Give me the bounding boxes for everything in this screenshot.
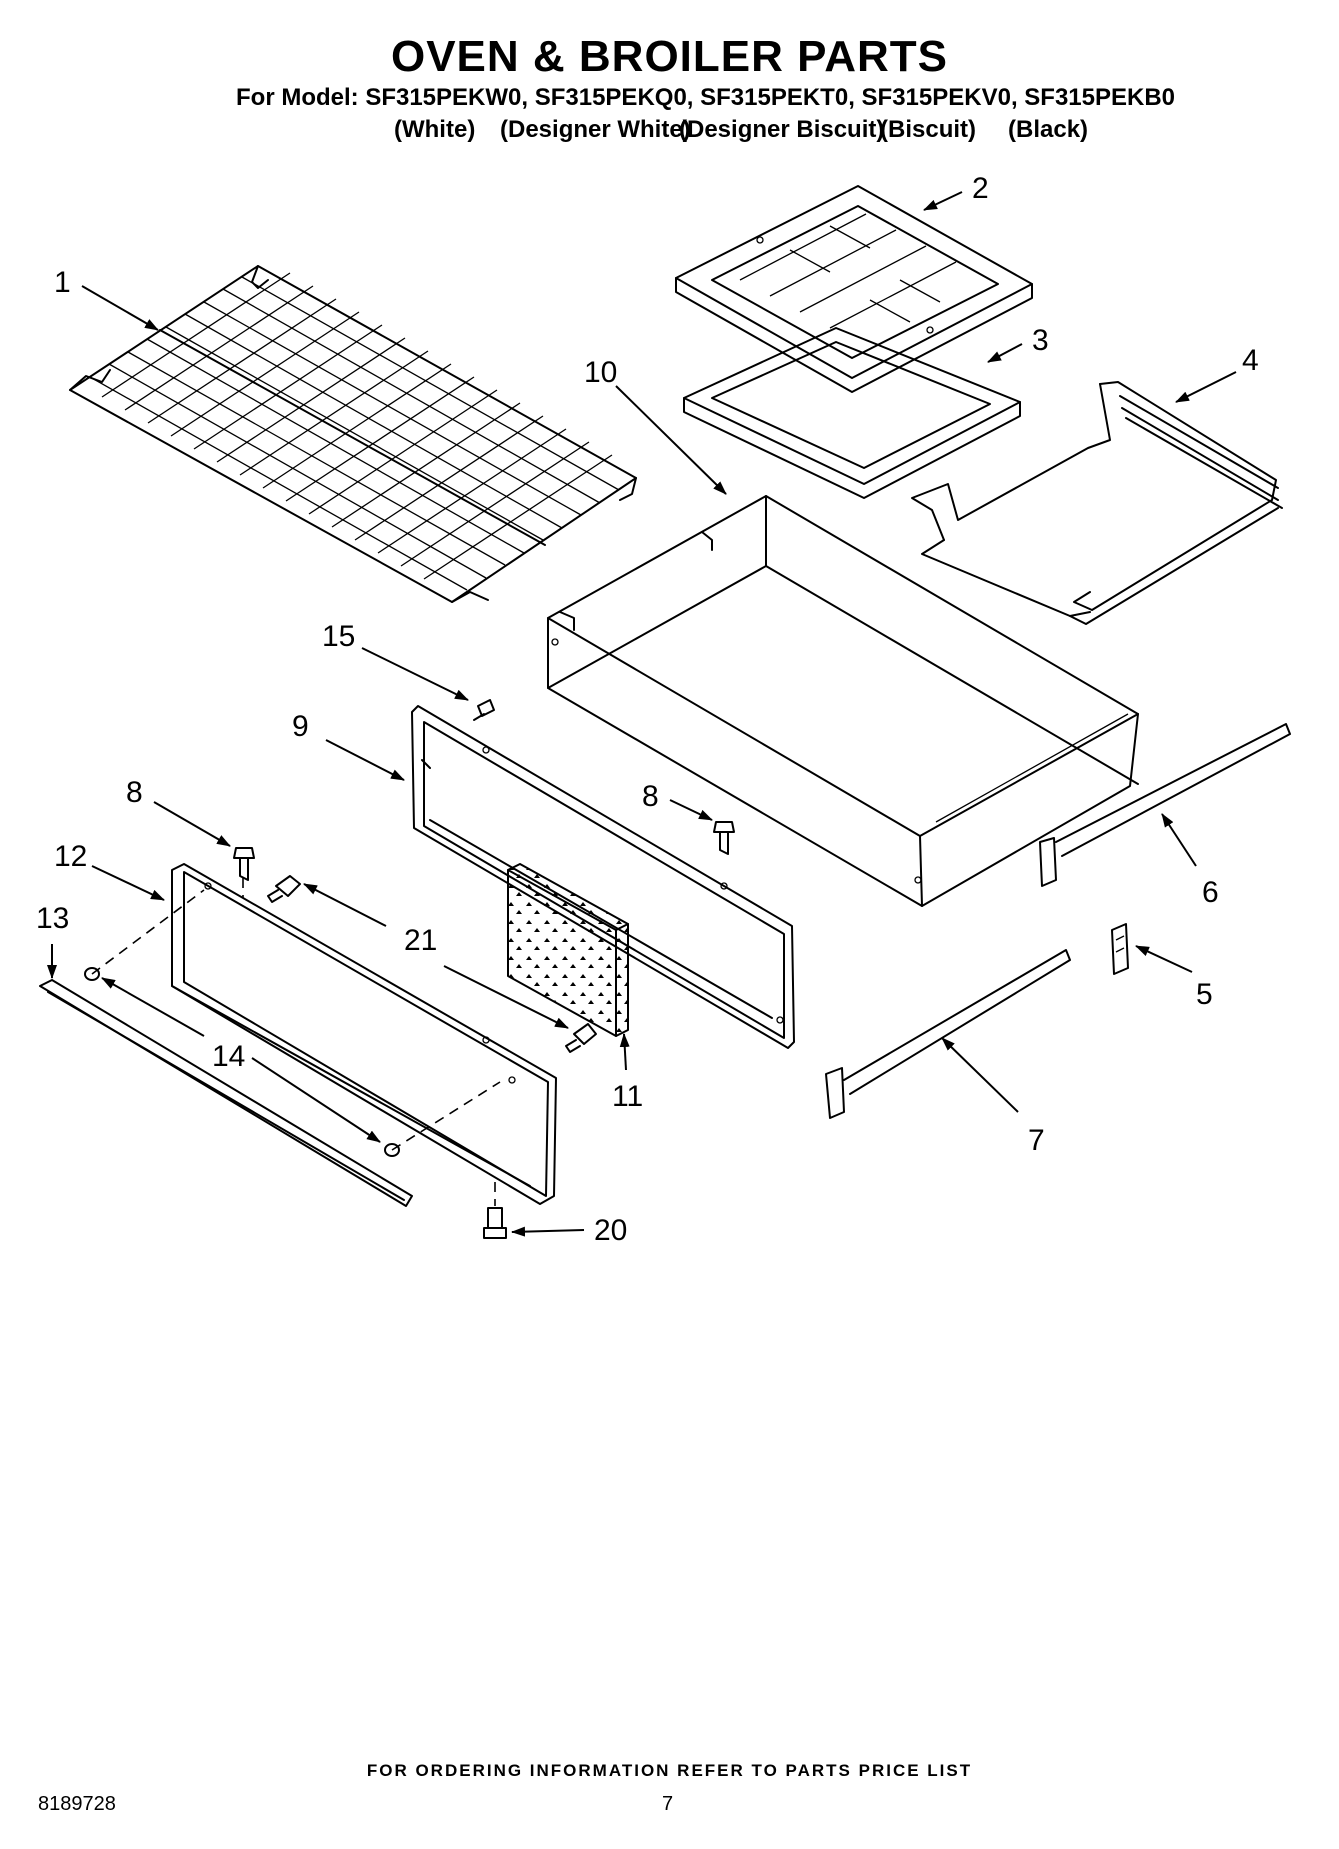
callout-14: 14 <box>212 1040 245 1073</box>
leader-7 <box>941 1037 1019 1113</box>
page-number: 7 <box>662 1793 674 1815</box>
callout-13: 13 <box>36 902 69 935</box>
callout-7: 7 <box>1028 1124 1045 1157</box>
callout-2: 2 <box>972 172 989 205</box>
leader-8-left <box>153 801 231 847</box>
screw-21-bottom <box>565 1023 597 1053</box>
callout-9: 9 <box>292 710 309 743</box>
ordering-note: FOR ORDERING INFORMATION REFER TO PARTS … <box>366 1761 973 1780</box>
broiler-pan <box>683 327 1021 499</box>
callout-20: 20 <box>594 1214 627 1247</box>
screw-8-right <box>713 821 735 855</box>
leader-5 <box>1135 945 1193 973</box>
callout-6: 6 <box>1202 876 1219 909</box>
side-rail-left <box>825 949 1071 1119</box>
page-title: OVEN & BROILER PARTS <box>390 32 948 81</box>
screw-15 <box>473 699 495 721</box>
leader-2 <box>923 191 963 211</box>
leader-11 <box>619 1033 630 1071</box>
document-number: 8189728 <box>38 1793 116 1815</box>
callout-10: 10 <box>584 356 617 389</box>
callout-8-right: 8 <box>642 780 659 813</box>
callout-11: 11 <box>612 1080 643 1113</box>
screw-20 <box>483 1207 507 1239</box>
side-rail-right <box>1039 723 1291 887</box>
broiler-drawer <box>547 495 1139 907</box>
leader-4 <box>1175 371 1237 403</box>
leader-3 <box>987 343 1023 363</box>
callout-1: 1 <box>54 266 71 299</box>
leader-6 <box>1161 813 1197 867</box>
leader-21-bottom <box>443 965 569 1029</box>
model-list: For Model: SF315PEKW0, SF315PEKQ0, SF315… <box>236 84 1176 111</box>
callout-15: 15 <box>322 620 355 653</box>
leader-14-top <box>101 977 205 1037</box>
color-biscuit: (Biscuit) <box>880 116 976 143</box>
leader-1 <box>81 285 159 331</box>
insulation-pad <box>507 863 629 1037</box>
trim-strip <box>39 979 413 1207</box>
leader-21-top <box>303 883 387 927</box>
callout-12: 12 <box>54 840 87 873</box>
broiler-pan-grid <box>675 185 1033 393</box>
color-white: (White) <box>394 116 476 143</box>
screw-21-top <box>267 875 301 903</box>
callout-5: 5 <box>1196 978 1213 1011</box>
callout-3: 3 <box>1032 324 1049 357</box>
leader-10 <box>615 385 727 495</box>
leader-8-right <box>669 799 713 821</box>
leader-14-bottom <box>251 1057 381 1143</box>
leader-15 <box>361 647 469 701</box>
screw-8-left <box>233 847 255 881</box>
drawer-slide-assembly <box>911 381 1283 625</box>
alignment-line-top <box>91 889 205 975</box>
color-designer-biscuit: (Designer Biscuit) <box>679 116 885 143</box>
oven-rack <box>69 265 637 603</box>
callout-4: 4 <box>1242 344 1259 377</box>
callout-8-left: 8 <box>126 776 143 809</box>
mounting-clip <box>1111 923 1129 975</box>
color-black: (Black) <box>1008 116 1089 143</box>
leader-12 <box>91 865 165 901</box>
alignment-line-bottom <box>391 1081 501 1151</box>
leader-20 <box>511 1226 585 1237</box>
drawer-front-panel <box>171 863 557 1205</box>
leader-9 <box>325 739 405 781</box>
callout-21: 21 <box>404 924 437 957</box>
color-designer-white: (Designer White) <box>500 116 691 143</box>
